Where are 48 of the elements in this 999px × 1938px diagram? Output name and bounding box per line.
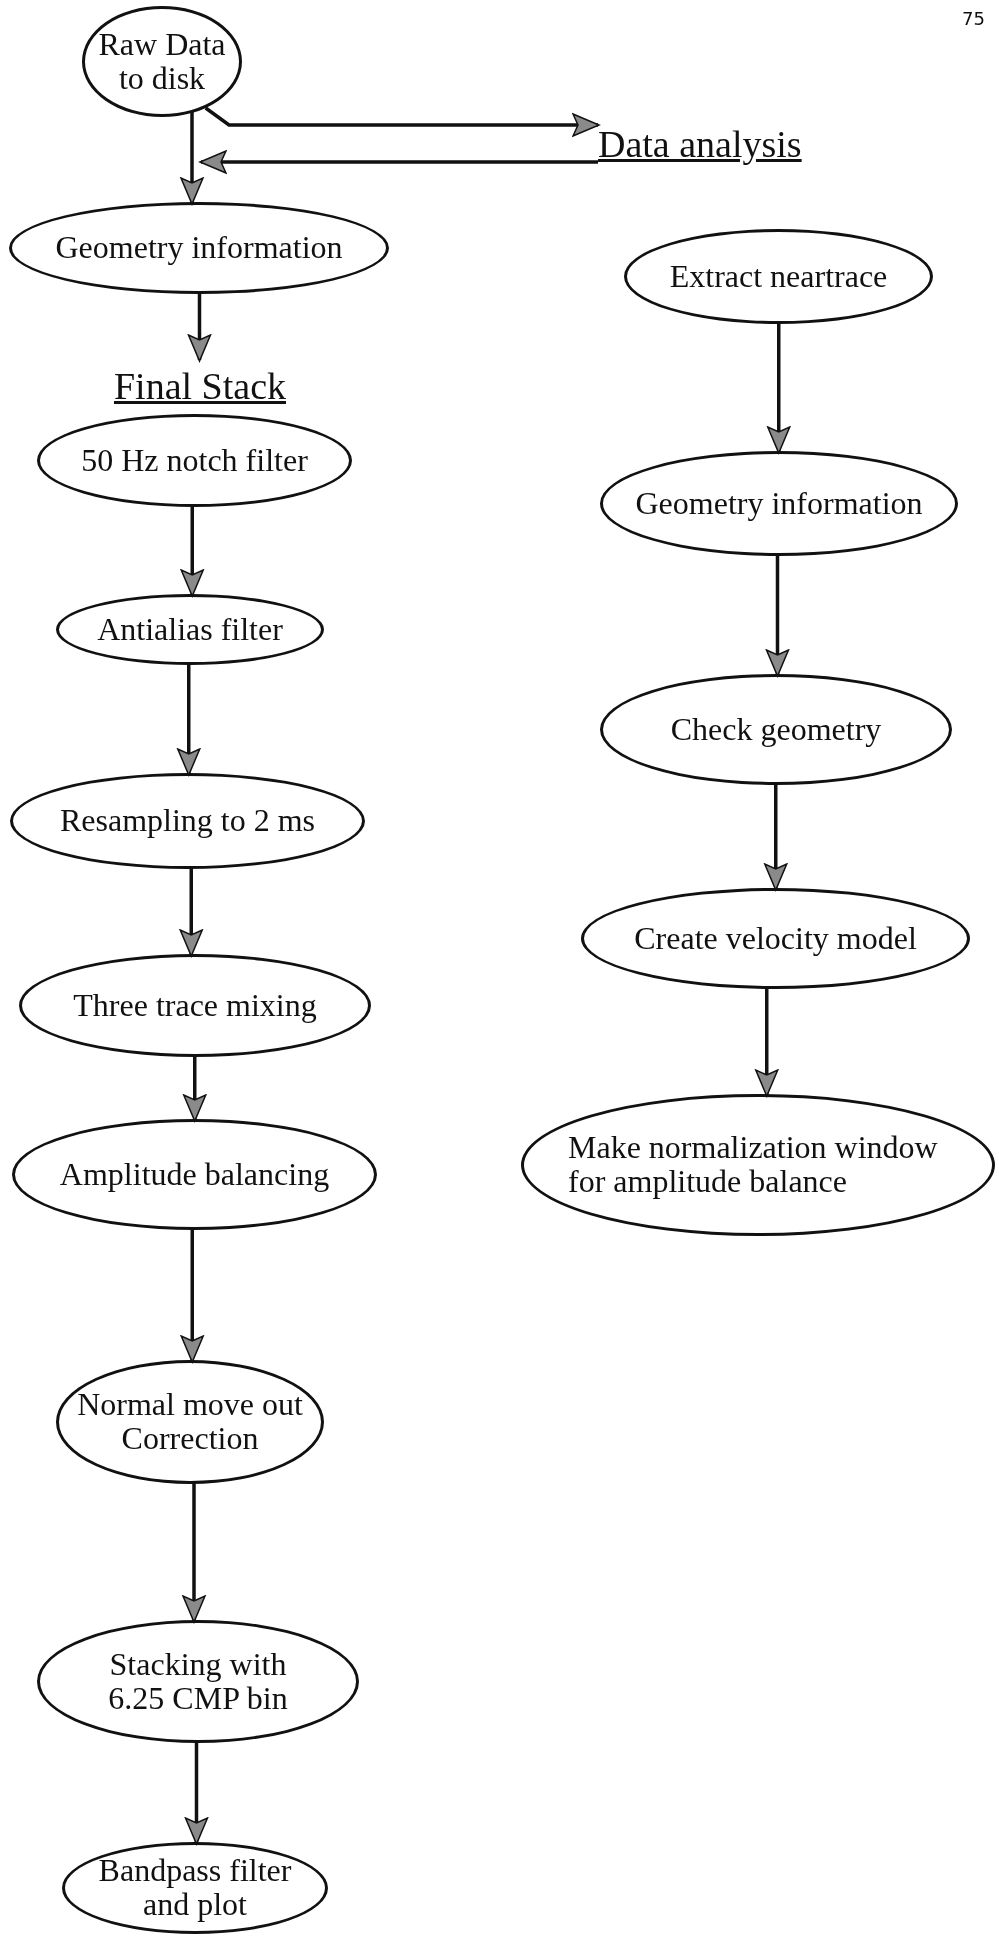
process-ellipse bbox=[624, 229, 933, 324]
process-ellipse bbox=[12, 1119, 377, 1230]
page-number: 75 bbox=[962, 8, 985, 29]
arrow bbox=[179, 868, 203, 957]
step-label: Stacking with 6.25 CMP bin bbox=[107, 1647, 289, 1716]
arrow bbox=[755, 987, 779, 1097]
arrow bbox=[180, 111, 204, 205]
arrow bbox=[199, 150, 598, 174]
arrow bbox=[204, 106, 600, 137]
step-label: Check geometry bbox=[670, 712, 882, 747]
arrow bbox=[765, 555, 790, 677]
arrow bbox=[182, 1482, 206, 1623]
section-heading: Final Stack bbox=[80, 360, 320, 412]
process-ellipse bbox=[9, 202, 389, 294]
step-label: Create velocity model bbox=[634, 921, 917, 956]
step-label: Antialias filter bbox=[97, 612, 283, 647]
step-label: Resampling to 2 ms bbox=[59, 804, 316, 838]
process-ellipse bbox=[600, 451, 958, 556]
step-label: Amplitude balancing bbox=[59, 1157, 330, 1192]
step-label: Make normalization window for amplitude balance bbox=[568, 1131, 939, 1199]
step-label: Geometry information bbox=[635, 486, 923, 521]
process-ellipse bbox=[62, 1842, 328, 1934]
arrow bbox=[767, 323, 791, 454]
section-heading: Data analysis bbox=[598, 118, 898, 170]
process-ellipse bbox=[56, 594, 324, 665]
process-ellipse bbox=[82, 6, 242, 117]
arrow bbox=[177, 664, 201, 776]
arrow bbox=[764, 784, 788, 891]
process-ellipse bbox=[600, 674, 952, 785]
step-label: Raw Data to disk bbox=[97, 27, 227, 96]
step-label: Extract neartrace bbox=[669, 259, 888, 294]
process-ellipse bbox=[19, 954, 371, 1057]
arrow bbox=[180, 1229, 204, 1363]
step-label: Normal move out Correction bbox=[76, 1388, 304, 1456]
arrow bbox=[184, 1742, 209, 1845]
process-ellipse bbox=[10, 773, 365, 869]
step-label: Three trace mixing bbox=[73, 988, 317, 1023]
arrow bbox=[183, 1056, 207, 1122]
process-ellipse bbox=[37, 414, 352, 507]
step-label: Geometry information bbox=[55, 231, 343, 265]
process-ellipse bbox=[581, 888, 970, 989]
process-ellipse bbox=[37, 1620, 359, 1743]
arrow bbox=[187, 293, 212, 362]
step-label: 50 Hz notch filter bbox=[81, 443, 308, 478]
process-ellipse bbox=[56, 1360, 324, 1484]
arrow bbox=[180, 506, 204, 597]
process-ellipse bbox=[521, 1094, 995, 1236]
step-label: Bandpass filter and plot bbox=[97, 1854, 293, 1922]
